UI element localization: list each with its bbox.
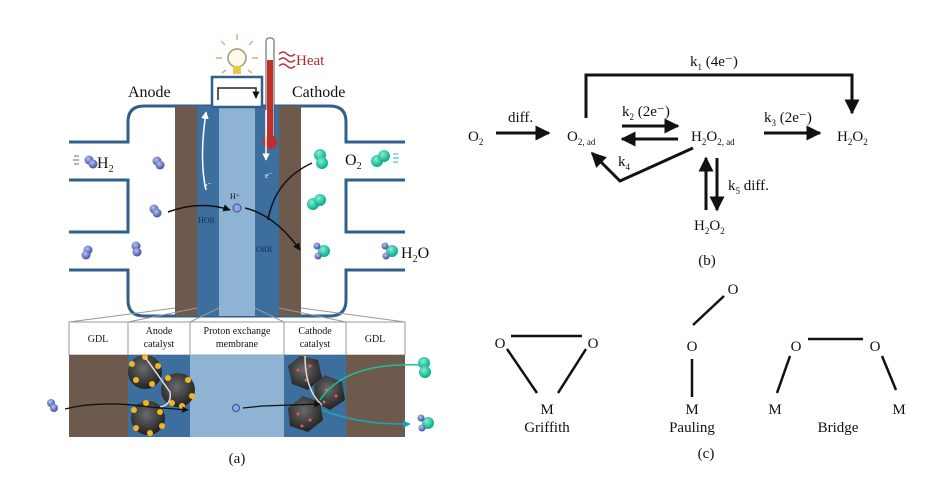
caption-b: (b) bbox=[698, 253, 716, 269]
griffith-label: Griffith bbox=[524, 420, 570, 436]
o2-inflow-path bbox=[267, 162, 313, 221]
k4-label: k4 bbox=[618, 154, 631, 172]
zoom-membrane bbox=[190, 355, 284, 437]
svg-text:M: M bbox=[768, 402, 781, 418]
k3-label: k3 (2e⁻) bbox=[764, 110, 812, 128]
o2-zoom-path bbox=[319, 364, 421, 401]
species-h2o2-product: H2O2 bbox=[837, 129, 868, 147]
k2-label: k2 (2e⁻) bbox=[622, 104, 670, 122]
svg-text:O: O bbox=[870, 339, 881, 355]
pauling-label: Pauling bbox=[669, 420, 715, 436]
caption-c: (c) bbox=[698, 446, 715, 462]
svg-text:O: O bbox=[728, 282, 739, 298]
orr-label: ORR bbox=[256, 245, 273, 254]
anode-catalyst-layer bbox=[197, 106, 219, 316]
h2-flow-icon bbox=[73, 155, 79, 165]
proton-zoom-path bbox=[242, 400, 321, 409]
external-circuit bbox=[210, 75, 264, 109]
species-h2o2-ad: H2O2, ad bbox=[691, 129, 735, 147]
svg-text:M: M bbox=[540, 402, 553, 418]
zoom-connectors bbox=[68, 307, 406, 323]
h2-zoom-path bbox=[64, 403, 189, 413]
hor-label: HOR bbox=[198, 216, 216, 225]
h2o-zoom-path bbox=[321, 409, 411, 428]
o2-label: O2 bbox=[345, 152, 362, 172]
species-o2-ad: O2, ad bbox=[567, 129, 596, 147]
layer-label-gdl-left: GDL bbox=[88, 334, 109, 345]
bridge-label: Bridge bbox=[818, 420, 859, 436]
h2-zoom-molecule bbox=[50, 404, 58, 412]
orr-path bbox=[244, 207, 301, 251]
zoom-gdl-left bbox=[69, 355, 128, 437]
cathode-gdl bbox=[279, 106, 301, 316]
svg-text:M: M bbox=[685, 402, 698, 418]
pauling-model: O O M Pauling bbox=[669, 282, 739, 436]
o2-flow-icon bbox=[393, 153, 399, 163]
anode-gdl bbox=[175, 106, 197, 316]
svg-text:O: O bbox=[495, 336, 506, 352]
light-bulb-icon bbox=[216, 34, 258, 74]
svg-text:O: O bbox=[588, 336, 599, 352]
h2o-molecules bbox=[313, 242, 398, 260]
anode-label: Anode bbox=[128, 84, 171, 101]
panel-c-adsorption-models: O O M Griffith O O M Pauling O O M M Bri… bbox=[495, 282, 906, 462]
panel-a-fuel-cell: Heat Anode Cathode e⁻ e⁻ H⁺ HOR ORR H2 bbox=[47, 34, 434, 467]
species-o2: O2 bbox=[468, 129, 483, 147]
proton-label: H⁺ bbox=[230, 192, 240, 201]
layer-label-gdl-right: GDL bbox=[365, 334, 386, 345]
h2-molecules bbox=[81, 155, 165, 260]
diff-label: diff. bbox=[508, 110, 533, 126]
svg-text:O: O bbox=[791, 339, 802, 355]
electron-path-anode bbox=[201, 111, 209, 191]
o2-molecules bbox=[307, 149, 390, 210]
h2o-label: H2O bbox=[401, 245, 429, 265]
k1-label: k1 (4e⁻) bbox=[690, 54, 738, 72]
k1-arrow bbox=[584, 73, 860, 118]
species-h2o2-bulk: H2O2 bbox=[694, 218, 725, 236]
k5-label: k5 diff. bbox=[728, 178, 769, 196]
proton-zoom-icon bbox=[232, 404, 240, 412]
h2-label: H2 bbox=[97, 155, 114, 175]
electron-label-cathode: e⁻ bbox=[265, 171, 273, 180]
griffith-model: O O M Griffith bbox=[495, 334, 599, 436]
caption-a: (a) bbox=[229, 451, 246, 467]
hor-path bbox=[167, 204, 231, 213]
svg-text:O: O bbox=[687, 339, 698, 355]
cathode-label: Cathode bbox=[292, 84, 345, 101]
panel-b-reaction-scheme: O2 diff. O2, ad k1 (4e⁻) k2 (2e⁻) H2O2, … bbox=[468, 54, 868, 269]
heat-waves-icon bbox=[278, 51, 296, 69]
heat-label: Heat bbox=[296, 53, 325, 69]
svg-text:M: M bbox=[892, 402, 905, 418]
k4-arrow bbox=[590, 146, 694, 183]
electron-label-anode: e⁻ bbox=[204, 181, 212, 190]
proton-icon bbox=[232, 203, 242, 213]
bridge-model: O O M M Bridge bbox=[768, 337, 906, 436]
